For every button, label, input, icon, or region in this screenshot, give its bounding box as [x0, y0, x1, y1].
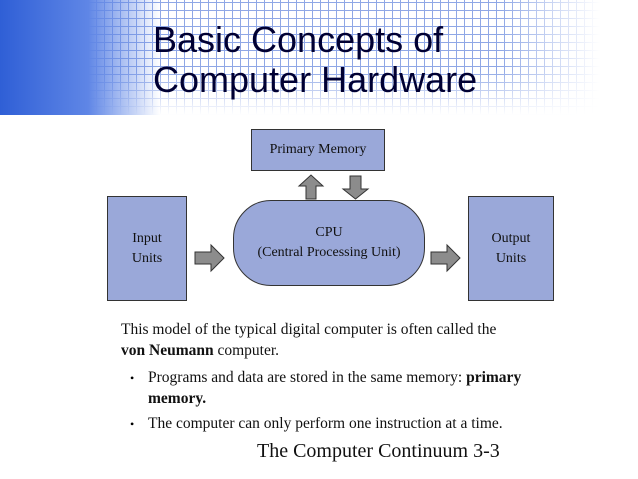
- header-blue-gradient: [0, 0, 160, 115]
- primary-text: primary: [466, 369, 522, 386]
- sub-bullet-2: The computer can only perform one instru…: [148, 415, 503, 432]
- memory-text: memory.: [148, 390, 207, 407]
- von-neumann-text: von Neumann: [121, 342, 214, 359]
- sub-bullet-1-text: Programs and data are stored in the same…: [148, 369, 467, 386]
- input-units-box: Input Units: [107, 196, 187, 301]
- right-arrow-icon: [430, 243, 461, 273]
- primary-memory-box: Primary Memory: [251, 129, 385, 171]
- sub-bullet-dot-icon: •: [130, 371, 135, 385]
- right-arrow-icon: [194, 243, 225, 273]
- main-bullet-text: This model of the typical digital comput…: [121, 321, 497, 338]
- down-arrow-icon: [341, 175, 370, 200]
- main-bullet-text-end: computer.: [213, 342, 280, 359]
- footer: The Computer Continuum 3-3: [257, 440, 500, 462]
- main-bullet: This model of the typical digital comput…: [121, 319, 601, 361]
- slide-title: Basic Concepts of Computer Hardware: [153, 19, 478, 100]
- cpu-box: CPU (Central Processing Unit): [233, 200, 425, 286]
- sub-bullet-dot-icon: •: [130, 417, 135, 431]
- output-units-box: Output Units: [468, 196, 554, 301]
- up-arrow-icon: [297, 174, 325, 200]
- sub-bullet-1: Programs and data are stored in the same…: [148, 367, 608, 409]
